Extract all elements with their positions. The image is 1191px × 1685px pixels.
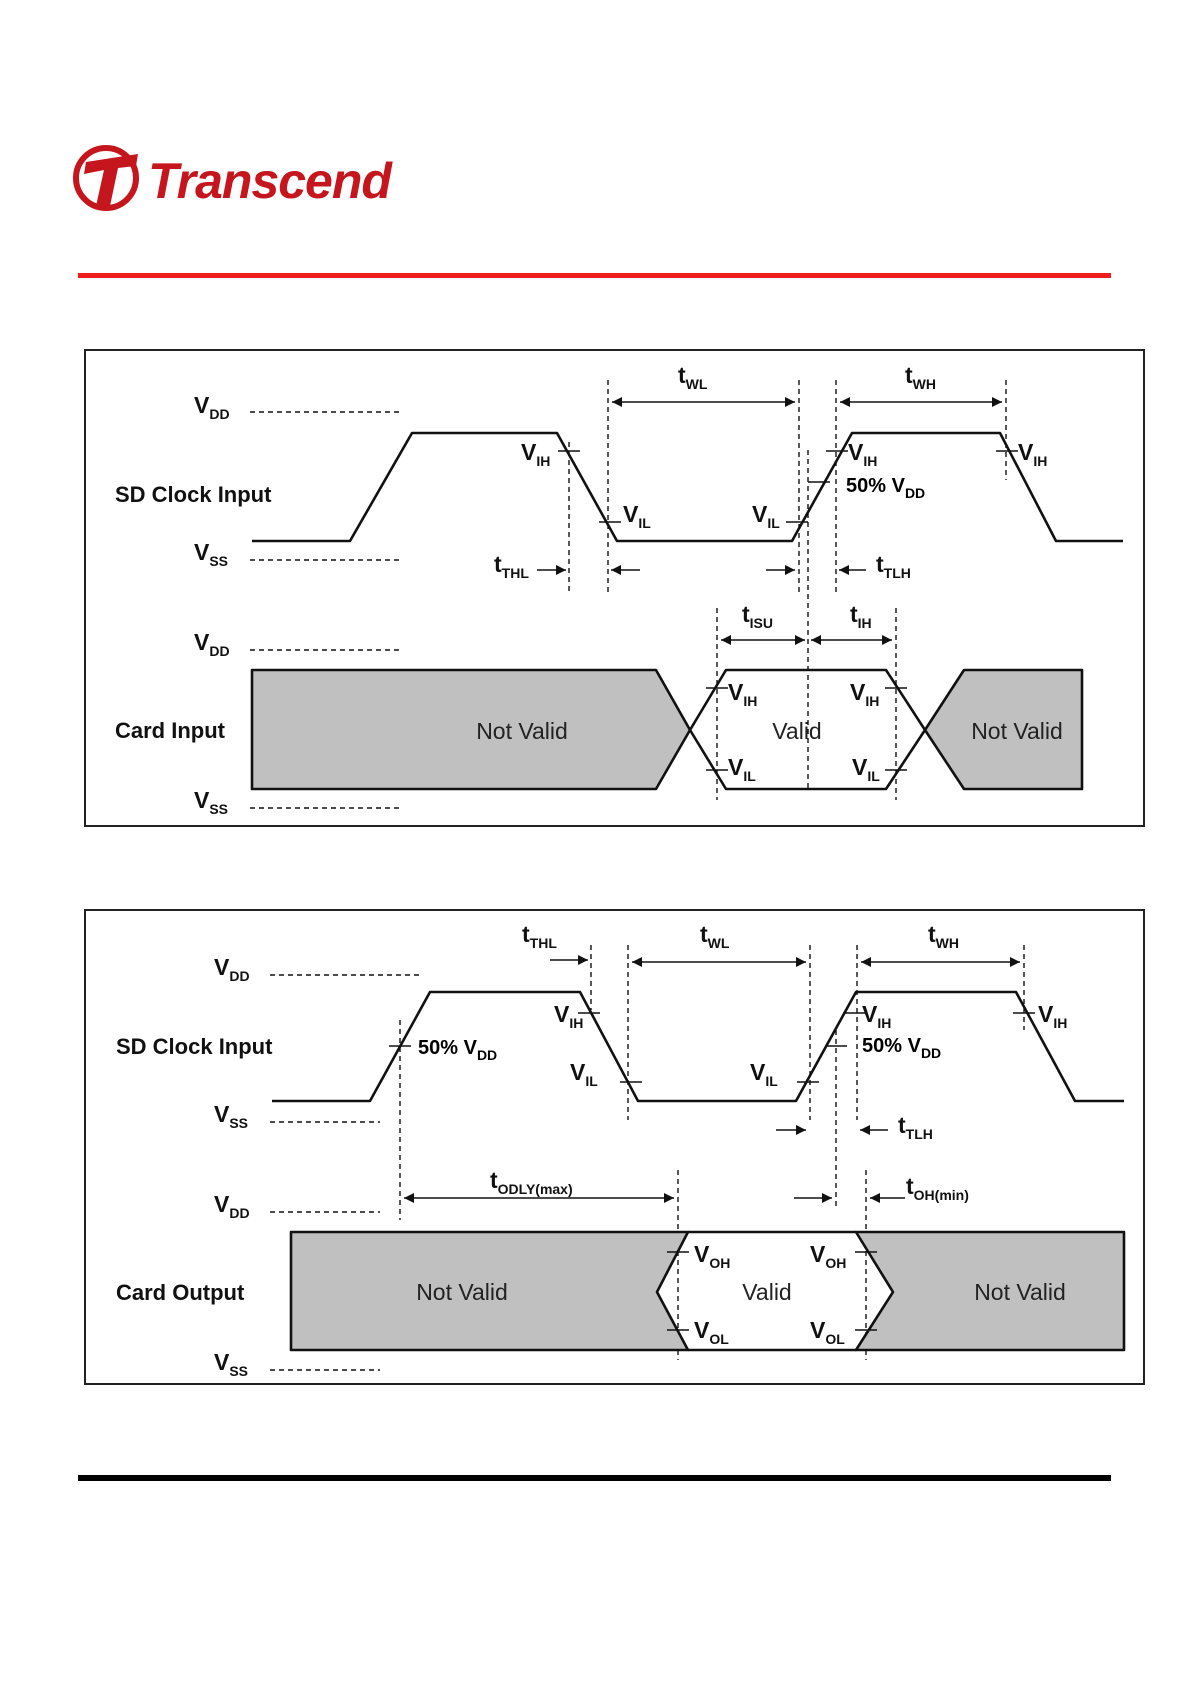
vil-label: VIL xyxy=(752,501,780,531)
tih-label: tIH xyxy=(850,601,872,631)
half-vdd-label: 50% VDD xyxy=(418,1037,497,1063)
diagram-frame xyxy=(84,349,1145,827)
tthl-label: tTHL xyxy=(522,921,557,951)
vdd-label: VDD xyxy=(194,629,230,659)
half-vdd-label: 50% VDD xyxy=(846,475,925,501)
toh-label: tOH(min) xyxy=(906,1173,969,1203)
vss-label: VSS xyxy=(214,1349,248,1379)
vol-label: VOL xyxy=(810,1317,845,1347)
footer-rule xyxy=(78,1475,1111,1481)
region-valid: Valid xyxy=(772,718,821,744)
tisu-label: tISU xyxy=(742,601,773,631)
not-valid-region xyxy=(289,1230,690,1352)
row-label-clock: SD Clock Input xyxy=(115,482,272,507)
vil-label: VIL xyxy=(852,754,880,784)
region-not-valid: Not Valid xyxy=(476,718,568,744)
twl-label: tWL xyxy=(700,921,730,951)
logo-wordmark: Transcend xyxy=(148,153,393,209)
todly-label: tODLY(max) xyxy=(490,1167,573,1197)
vss-label: VSS xyxy=(194,539,228,569)
region-not-valid: Not Valid xyxy=(416,1279,508,1305)
vih-label: VIH xyxy=(554,1001,583,1031)
vil-label: VIL xyxy=(623,501,651,531)
not-valid-region xyxy=(923,668,1084,791)
half-vdd-label: 50% VDD xyxy=(862,1035,941,1061)
transcend-logo: Transcend xyxy=(73,145,394,211)
vih-label: VIH xyxy=(728,679,757,709)
vol-label: VOL xyxy=(694,1317,729,1347)
twh-label: tWH xyxy=(928,921,959,951)
vih-label: VIH xyxy=(850,679,879,709)
ttlh-label: tTLH xyxy=(898,1112,933,1142)
vih-label: VIH xyxy=(1018,439,1047,469)
transcend-t-icon xyxy=(73,145,139,211)
vih-label: VIH xyxy=(862,1001,891,1031)
not-valid-region xyxy=(250,668,692,791)
vss-label: VSS xyxy=(194,787,228,817)
vdd-label: VDD xyxy=(214,954,250,984)
vih-label: VIH xyxy=(1038,1001,1067,1031)
vss-label: VSS xyxy=(214,1101,248,1131)
vil-label: VIL xyxy=(570,1059,598,1089)
clock-waveform xyxy=(252,431,1123,543)
region-not-valid: Not Valid xyxy=(974,1279,1066,1305)
row-label-data: Card Output xyxy=(116,1280,245,1305)
vil-label: VIL xyxy=(750,1059,778,1089)
voh-label: VOH xyxy=(694,1241,730,1271)
region-valid: Valid xyxy=(742,1279,791,1305)
twl-label: tWL xyxy=(678,362,708,392)
diagram-frame xyxy=(84,909,1145,1385)
ttlh-label: tTLH xyxy=(876,551,911,581)
tthl-label: tTHL xyxy=(494,551,529,581)
region-not-valid: Not Valid xyxy=(971,718,1063,744)
row-label-clock: SD Clock Input xyxy=(116,1034,273,1059)
not-valid-region xyxy=(854,1230,1126,1352)
valid-window xyxy=(688,668,927,791)
row-label-data: Card Input xyxy=(115,718,226,743)
vdd-label: VDD xyxy=(194,392,230,422)
vil-label: VIL xyxy=(728,754,756,784)
voh-label: VOH xyxy=(810,1241,846,1271)
header-rule xyxy=(78,273,1111,278)
vih-label: VIH xyxy=(521,439,550,469)
twh-label: tWH xyxy=(905,362,936,392)
vdd-label: VDD xyxy=(214,1191,250,1221)
vih-label: VIH xyxy=(848,439,877,469)
